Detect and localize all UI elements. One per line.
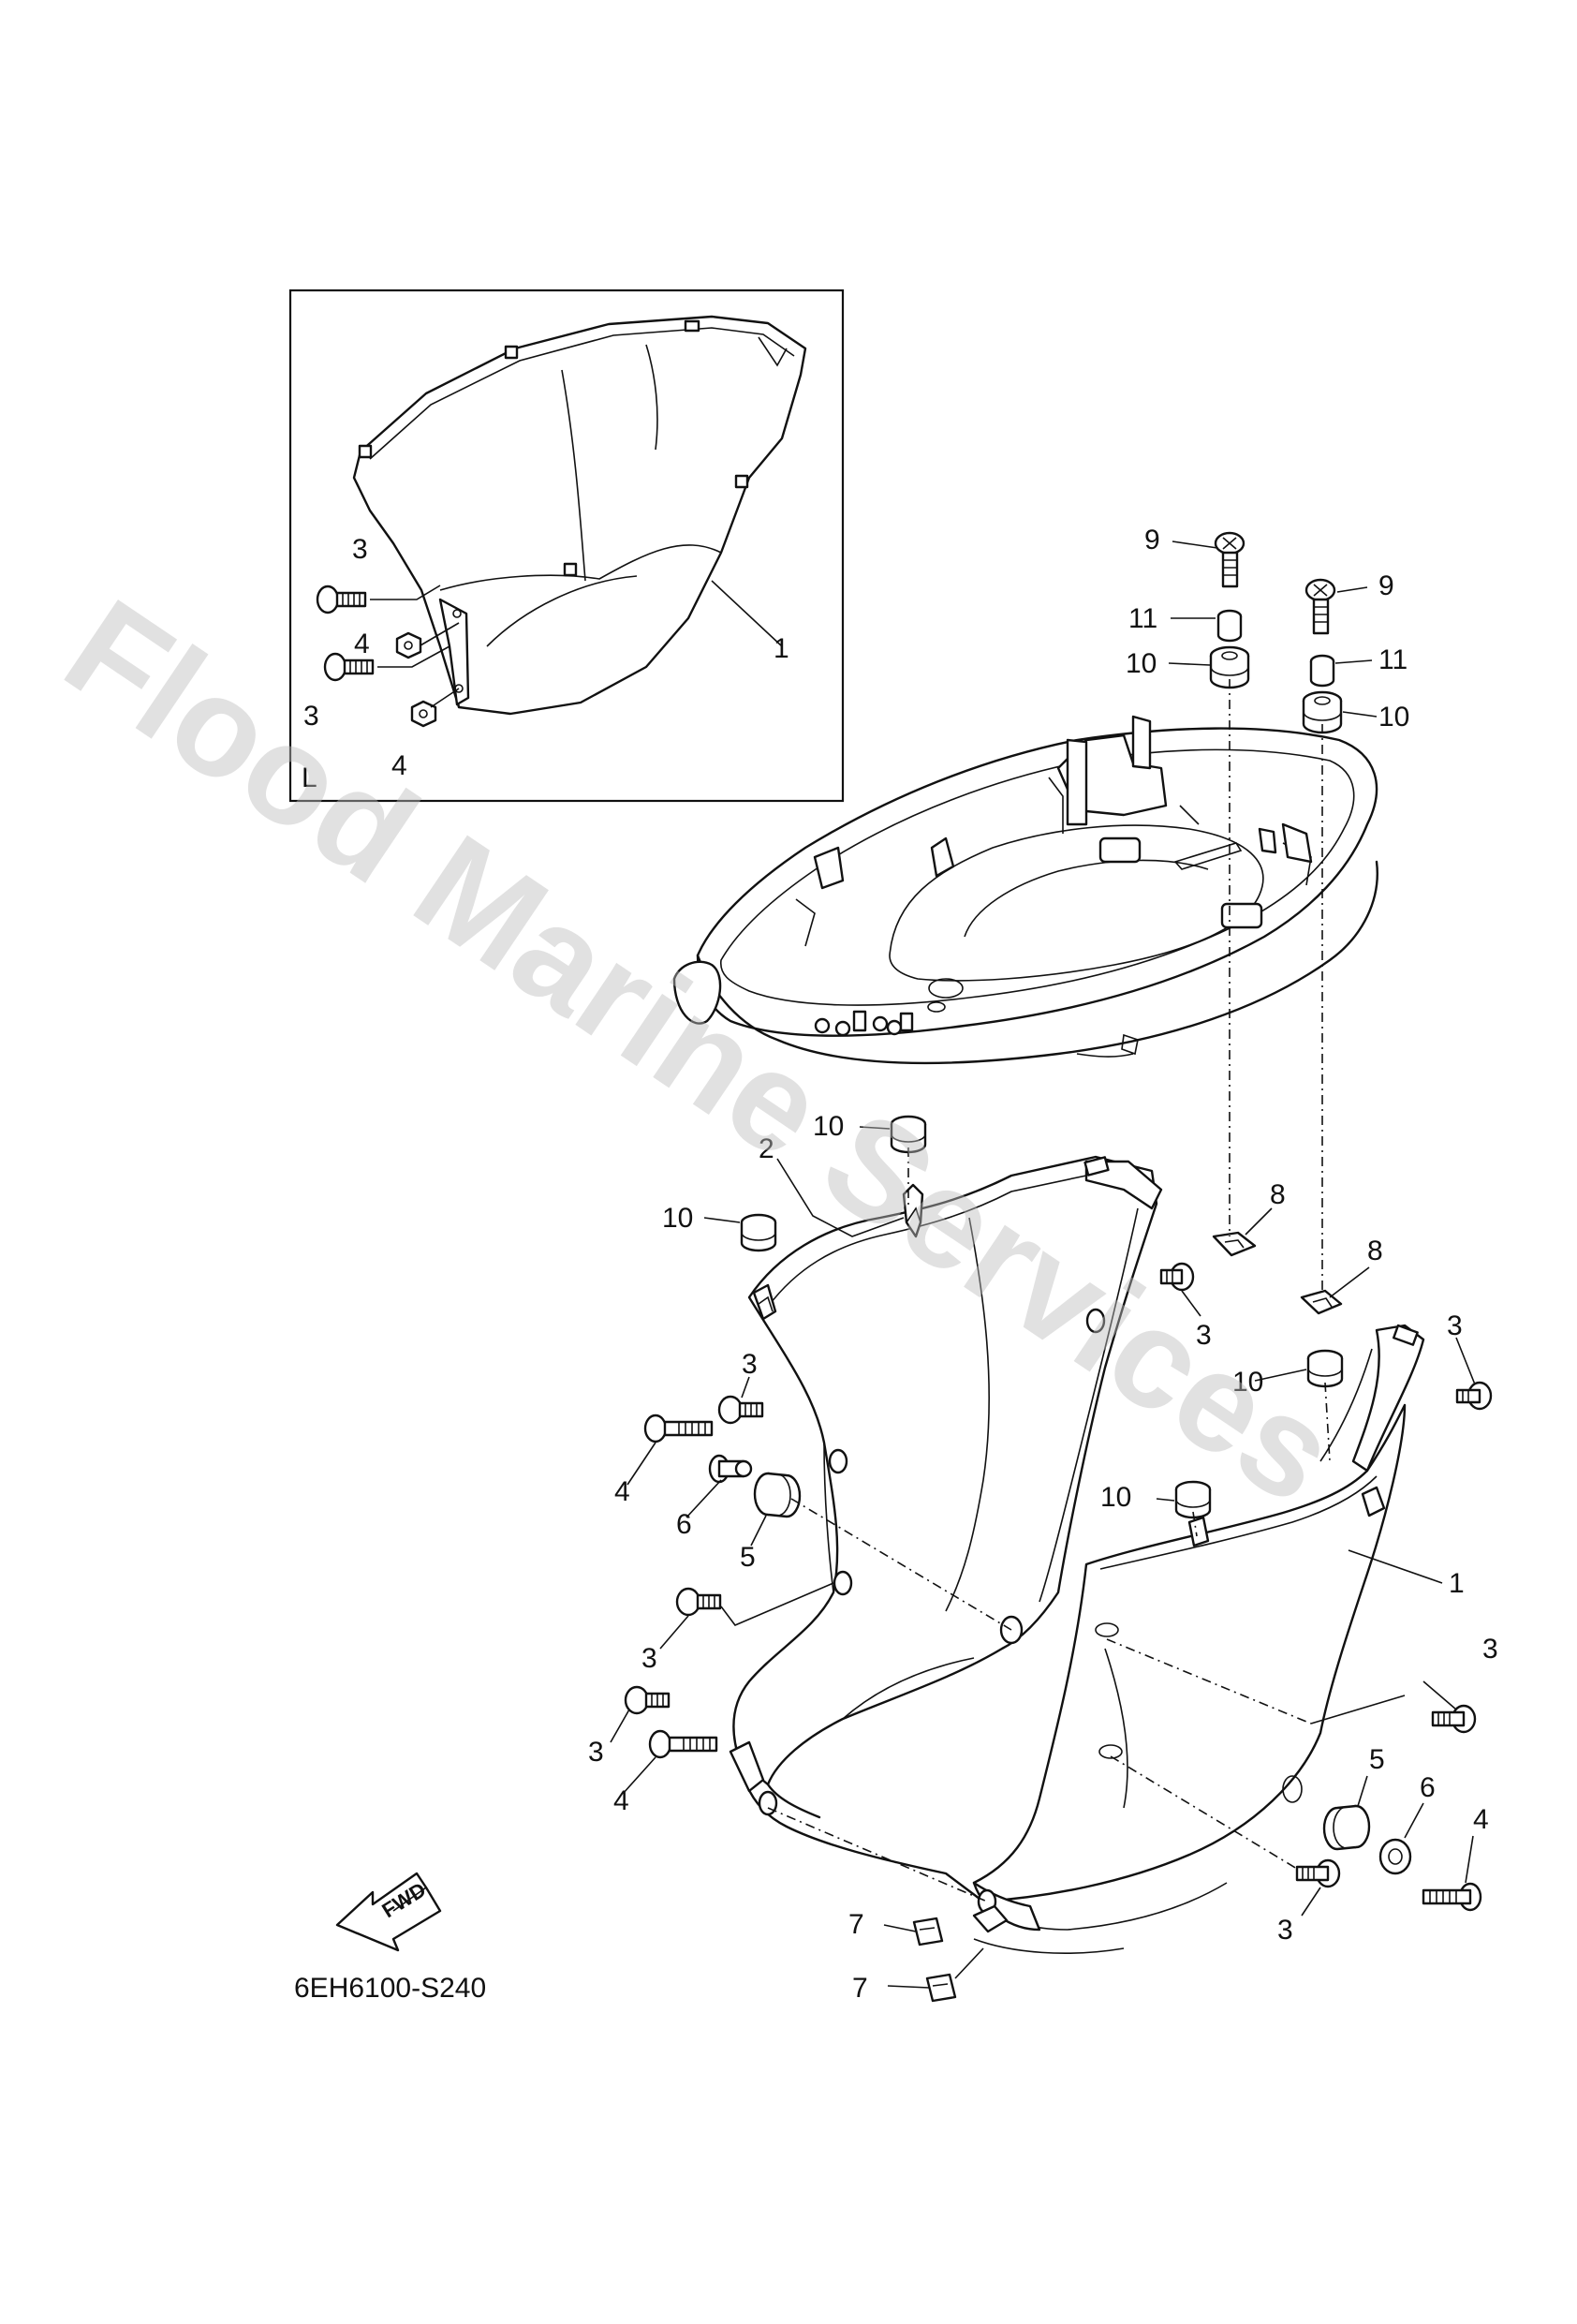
- callout: 5: [1369, 1744, 1385, 1775]
- diagram-code: 6EH6100-S240: [294, 1973, 486, 2004]
- callout: 10: [662, 1203, 693, 1234]
- callout: 4: [1473, 1804, 1489, 1835]
- fwd-arrow-icon: FWD: [335, 1872, 442, 1952]
- callout: 10: [1100, 1482, 1131, 1513]
- clip-8-left: [1212, 1231, 1257, 1257]
- inset-nut-upper: [395, 631, 422, 659]
- inset-label: L: [302, 762, 317, 793]
- screw-9-left: [1214, 531, 1245, 588]
- inset-bolt-lower: [323, 652, 375, 682]
- callout: 4: [354, 629, 370, 659]
- callout: 8: [1367, 1236, 1383, 1266]
- callout: 5: [740, 1542, 756, 1573]
- callout: 10: [1378, 702, 1409, 733]
- nut-7-a: [912, 1917, 944, 1947]
- callout: 11: [1128, 603, 1157, 634]
- inset-bolt-upper: [316, 585, 367, 614]
- port-side-cowling: [732, 1155, 1163, 1786]
- callout: 4: [613, 1785, 629, 1816]
- callout: 3: [1482, 1634, 1498, 1665]
- bolt-3-a: [1159, 1262, 1195, 1292]
- callout: 3: [588, 1737, 604, 1768]
- collar-11-right: [1309, 654, 1335, 688]
- bolt-3-g: [1295, 1858, 1341, 1888]
- inset-mount-tab: [438, 598, 470, 706]
- nut-7-b: [925, 1973, 957, 2003]
- callout: 7: [848, 1909, 864, 1940]
- leader-lines: [610, 540, 1476, 1989]
- callout: 10: [813, 1111, 844, 1142]
- callout: 8: [1270, 1179, 1286, 1210]
- callout: 3: [352, 534, 368, 565]
- bolt-3-d: [675, 1587, 722, 1617]
- washer-6-b: [1378, 1838, 1412, 1875]
- bolt-3-f: [1431, 1704, 1477, 1734]
- callout-labels: 1 3 3 4 4 9 11 10 9 11 10 10 2 10 8 8 3 …: [303, 525, 1498, 2004]
- long-bolt-4-c: [1422, 1882, 1482, 1912]
- callout: 3: [1196, 1320, 1212, 1351]
- inset-left-bottom-cowling: [352, 315, 807, 716]
- callout: 6: [1420, 1772, 1436, 1803]
- callout: 3: [641, 1643, 657, 1674]
- grommet-10-e: [1306, 1349, 1344, 1388]
- grommet-10-f: [1174, 1480, 1212, 1519]
- callout: 9: [1144, 525, 1160, 555]
- bolt-3-c: [717, 1395, 764, 1425]
- collar-6-a: [708, 1454, 753, 1484]
- callout: 3: [1277, 1915, 1293, 1946]
- callout: 3: [1447, 1310, 1463, 1341]
- starboard-side-cowling: [972, 1324, 1425, 1932]
- callout: 3: [303, 701, 319, 732]
- callout: 10: [1232, 1367, 1263, 1398]
- bolt-3-e: [624, 1685, 671, 1715]
- bolt-3-b: [1455, 1381, 1493, 1411]
- callout: 1: [774, 633, 789, 664]
- callout: 2: [759, 1133, 774, 1164]
- grommet-10-c: [890, 1115, 927, 1154]
- callout: 7: [852, 1973, 868, 2004]
- callout: 1: [1449, 1568, 1465, 1599]
- grommet-5-a: [753, 1472, 802, 1518]
- callout: 10: [1126, 648, 1157, 679]
- inset-frame: [288, 289, 845, 803]
- grommet-10-d: [740, 1213, 777, 1252]
- grommet-5-b: [1322, 1804, 1371, 1851]
- callout: 9: [1378, 570, 1394, 601]
- callout: 6: [676, 1509, 692, 1540]
- callout: 11: [1378, 644, 1408, 675]
- grommet-10-a: [1209, 645, 1250, 689]
- long-bolt-4-a: [643, 1414, 714, 1443]
- screw-9-right: [1304, 578, 1336, 635]
- long-bolt-4-b: [648, 1729, 718, 1759]
- collar-11-left: [1216, 609, 1243, 643]
- callout: 3: [742, 1349, 758, 1380]
- callout: 4: [614, 1476, 630, 1507]
- inset-nut-lower: [410, 700, 437, 728]
- bottom-cowling-tray: [672, 715, 1378, 1065]
- watermark: Flood Marine Services: [39, 569, 1363, 1533]
- callout: 4: [391, 750, 407, 781]
